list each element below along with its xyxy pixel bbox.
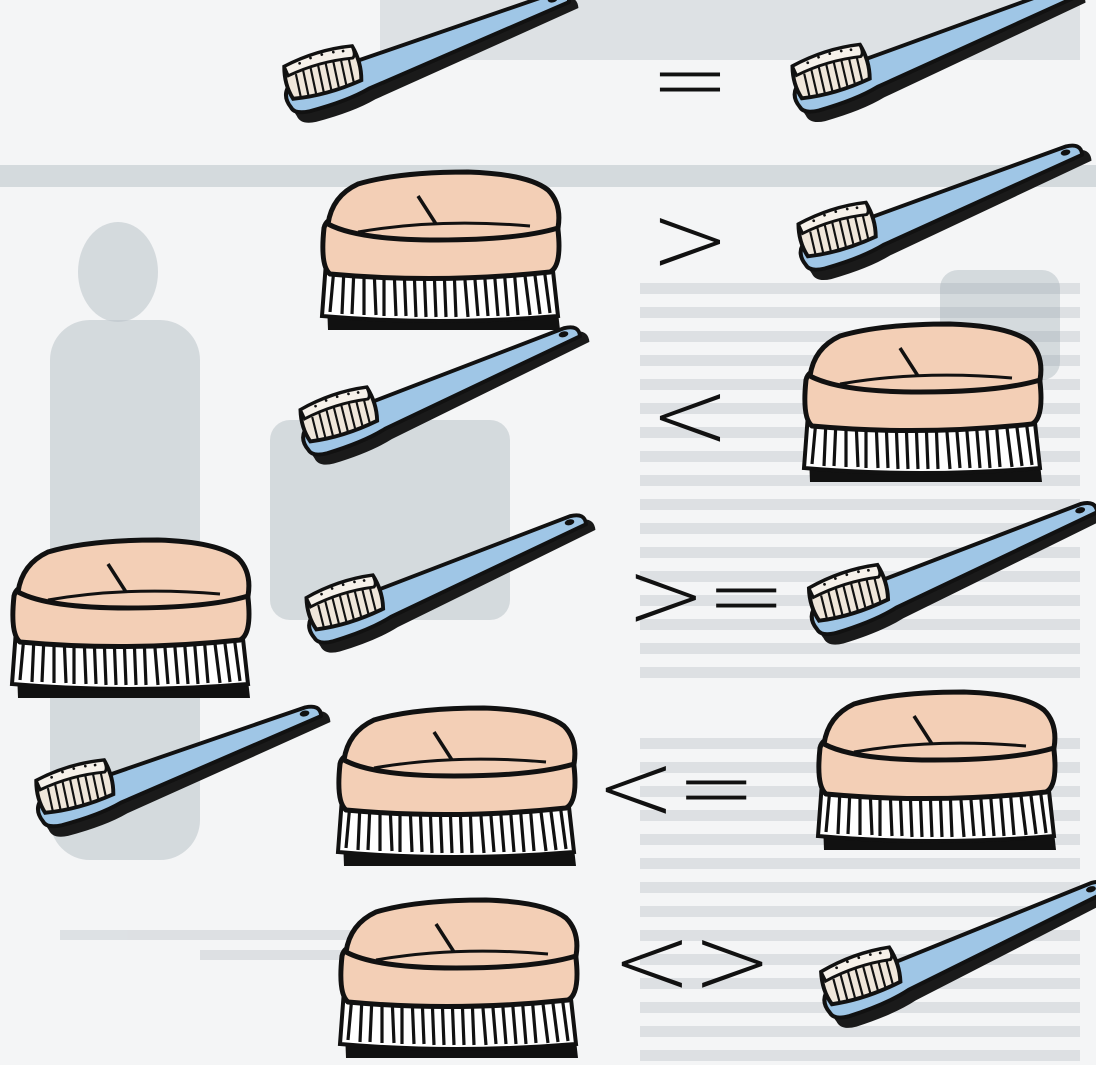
scrub-brush-right-row5: [818, 692, 1056, 850]
scrub-brush-left-row2: [322, 172, 560, 330]
less-or-equal-operator: <=: [596, 731, 757, 843]
scrub-brush-left-row6: [340, 900, 578, 1058]
scrub-brush-far-left-row4: [12, 540, 250, 698]
greater-or-equal-operator: >=: [626, 539, 787, 651]
equal-operator: =: [650, 23, 730, 135]
scrub-brush-left-row5: [338, 708, 576, 866]
less-than-operator: <: [650, 359, 730, 471]
toothbrush-right-row2: [790, 142, 1096, 285]
not-equal-operator: <>: [612, 905, 773, 1017]
greater-than-operator: >: [650, 183, 730, 295]
scrub-brush-right-row3: [804, 324, 1042, 482]
